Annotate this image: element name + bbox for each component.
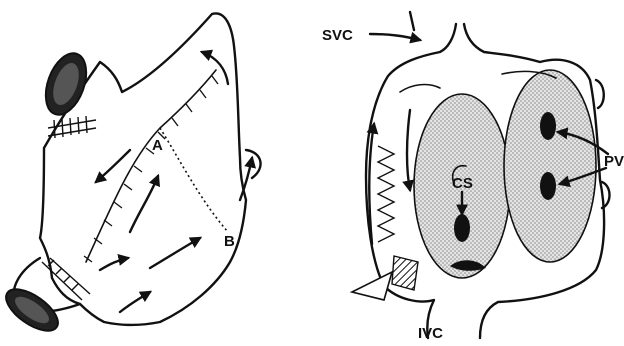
- pv-ostium-upper: [540, 112, 556, 140]
- suture-ladder-lower: [42, 258, 90, 300]
- suture-ladder-upper: [48, 116, 96, 138]
- label-svc: SVC: [322, 27, 353, 44]
- label-cs: CS: [452, 175, 473, 192]
- left-heart-sketch: A B: [0, 13, 261, 338]
- label-point-a: A: [152, 137, 163, 154]
- suture-line: [86, 70, 216, 262]
- label-point-b: B: [224, 233, 235, 250]
- zigzag-pathway: [378, 146, 394, 242]
- pv-ostium-lower: [540, 172, 556, 200]
- hatched-patch: [392, 256, 418, 290]
- dotted-line-a-b: [160, 128, 228, 232]
- label-ivc: IVC: [418, 325, 443, 342]
- right-heart-sketch: SVC CS PV IVC: [322, 12, 624, 342]
- septum-right-oval: [504, 70, 596, 262]
- open-arrow-pointer: [352, 272, 392, 300]
- cs-ostium: [454, 214, 470, 242]
- label-pv: PV: [604, 153, 624, 170]
